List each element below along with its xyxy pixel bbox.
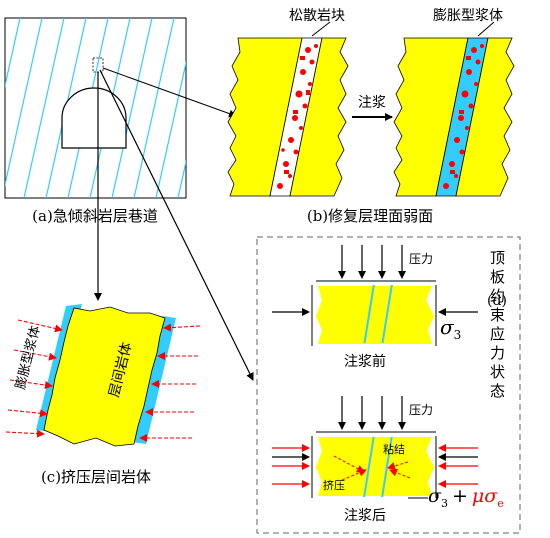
label-expansive-grout-c: 膨胀型浆体 (13, 324, 43, 391)
confining-arrows-right-after (438, 444, 478, 488)
rock-block-after (316, 437, 434, 496)
label-squeeze: 挤压 (323, 478, 345, 492)
label-pressure-before: 压力 (409, 252, 433, 266)
panel-a-strata-lines (5, 18, 186, 198)
label-loose-rock: 松散岩块 (289, 8, 345, 24)
rock-right-b2 (455, 37, 515, 197)
panel-d-before: 压力 σ3 (272, 245, 478, 346)
pressure-arrows-before (338, 245, 406, 279)
caption-d-prefix: (d) (487, 293, 507, 309)
caption-c: (c)挤压层间岩体 (41, 468, 151, 486)
caption-b: (b)修复层理面弱面 (307, 207, 433, 225)
panel-c: 膨胀型浆体 层间岩体 (5, 304, 201, 447)
grouted-rock-fragments (443, 44, 484, 189)
panel-d-after: 压力 粘结 挤压 σ3+μσe (272, 396, 504, 510)
squeeze-arrows-after (333, 455, 411, 481)
panel-b-before (227, 37, 349, 197)
rock-block-before (316, 286, 434, 344)
label-pressure-after: 压力 (409, 403, 433, 417)
arrow-to-d (99, 69, 254, 381)
pressure-arrows-after (338, 396, 406, 430)
label-after-grouting: 注浆后 (344, 508, 386, 524)
caption-a: (a)急倾斜岩层巷道 (32, 207, 158, 225)
rock-left-b2 (393, 37, 469, 197)
squeeze-arrows-left (5, 319, 63, 438)
tunnel-opening (61, 87, 127, 149)
sigma3-plus-mu-sigma-e: σ3+μσe (428, 485, 504, 510)
grout-leader (477, 21, 495, 37)
interlayer-rock-mass (43, 306, 166, 447)
label-grouting: 注浆 (358, 95, 386, 111)
sigma3-before: σ3 (440, 315, 461, 342)
caption-d-vertical: 顶板约束应力状态 (488, 250, 506, 402)
joints-before (363, 285, 393, 343)
label-before-grouting: 注浆前 (344, 353, 386, 370)
confining-arrows-left-after (272, 444, 310, 488)
rock-left-b1 (227, 37, 303, 197)
loose-rock-leader (311, 21, 331, 37)
panel-b-after (393, 37, 515, 197)
squeeze-arrows-right (139, 323, 201, 442)
loose-rock-fragments (277, 44, 318, 189)
label-expansive-grout: 膨胀型浆体 (433, 7, 503, 24)
arrow-to-b (102, 67, 237, 118)
panel-a (4, 17, 187, 199)
rock-right-b1 (289, 37, 349, 197)
panel-d-frame (256, 236, 521, 534)
label-bonding: 粘结 (383, 442, 405, 456)
joints-after (363, 437, 393, 497)
